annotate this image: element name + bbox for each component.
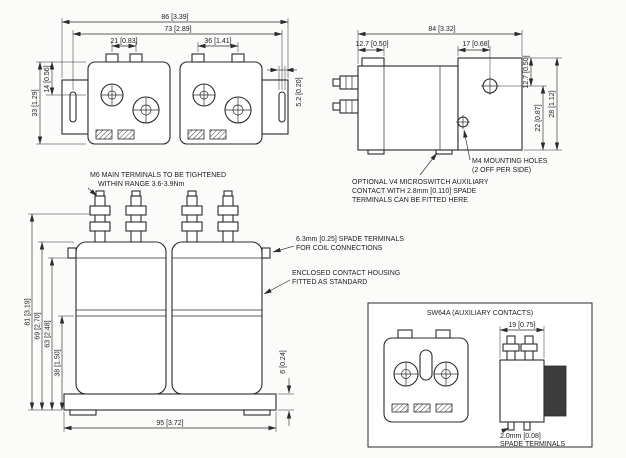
note-text: FOR COIL CONNECTIONS	[296, 245, 383, 252]
mounting-slot-left	[69, 91, 77, 123]
dim-label: 33 [1.29]	[32, 89, 39, 116]
dim-label: 21 [0.83]	[110, 38, 137, 45]
side-terminal-stud	[332, 99, 359, 114]
dim-side-width-overall: 84 [3.32]	[357, 26, 523, 64]
coil-spade-terminal	[67, 247, 77, 259]
dim-height-overall: 33 [1.29]	[32, 61, 86, 145]
note-text: M4 MOUNTING HOLES	[472, 158, 548, 165]
view-front-top: 86 [3.39] 73 [2.89] 21 [0.83] 36 [1.41] …	[32, 14, 303, 145]
terminal-bolt	[192, 83, 216, 107]
dim-label: 81 [3.19]	[25, 298, 32, 325]
note-text: M6 MAIN TERMINALS TO BE TIGHTENED	[90, 172, 226, 179]
note-text: 2.0mm [0.08]	[500, 433, 541, 440]
dim-right-terminals: 36 [1.41]	[197, 38, 239, 52]
dim-label: 12.7 [0.50]	[355, 41, 388, 48]
dim-aux-width: 19 [0.75]	[499, 322, 545, 358]
m6-terminal-stud	[89, 190, 111, 243]
aux-front-view	[383, 329, 469, 423]
dim-height-upper: 14 [0.56]	[36, 61, 86, 96]
aux-housing-dark	[543, 365, 567, 417]
foot	[69, 409, 97, 416]
dim-label: 22 [0.87]	[535, 104, 542, 131]
dim-label: 86 [3.39]	[161, 14, 188, 21]
note-text: ENCLOSED CONTACT HOUSING	[292, 270, 400, 277]
note-text: (2 OFF PER SIDE)	[472, 167, 531, 174]
dim-label: 84 [3.32]	[428, 26, 455, 33]
m6-terminal-stud	[181, 190, 203, 243]
dim-height-63: 63 [2.48]	[45, 257, 74, 411]
dim-label: 38 [1.50]	[55, 349, 62, 376]
contact-housing-left	[75, 241, 167, 395]
foot	[435, 149, 453, 155]
dim-side-hole-offset: 17 [0.68]	[457, 41, 491, 77]
note-m6-terminals: M6 MAIN TERMINALS TO BE TIGHTENED WITHIN…	[87, 172, 226, 197]
view-front-bottom: 81 [3.19] 69 [2.70] 63 [2.48] 38 [1.50] …	[25, 172, 404, 432]
aux-side-view	[499, 335, 567, 431]
dim-label: 36 [1.41]	[204, 38, 231, 45]
terminal-studs-top	[105, 53, 245, 63]
note-aux-spades: 2.0mm [0.08] SPADE TERMINALS	[500, 427, 565, 448]
dim-label: 6 [0.24]	[280, 350, 287, 373]
dim-base-width: 95 [3.72]	[63, 412, 277, 432]
contactor-body-right	[179, 61, 263, 145]
note-text: 6.3mm [0.25] SPADE TERMINALS	[296, 236, 404, 243]
terminal-bolt	[224, 96, 252, 124]
note-m4-mounting-holes: M4 MOUNTING HOLES (2 OFF PER SIDE)	[463, 129, 548, 174]
dim-label: 5.2 [0.20]	[296, 77, 303, 106]
note-text: OPTIONAL V4 MICROSWITCH AUXILIARY	[352, 179, 489, 186]
dim-label: 95 [3.72]	[156, 420, 183, 427]
detail-aux-contacts: SW64A (AUXILIARY CONTACTS)	[367, 302, 593, 448]
view-side-top: 84 [3.32] 12.7 [0.50] 17 [0.68] 12.7 [0.…	[332, 26, 562, 204]
body-step	[361, 57, 385, 67]
dim-height-69: 69 [2.70]	[35, 241, 74, 411]
note-coil-spades: 6.3mm [0.25] SPADE TERMINALS FOR COIL CO…	[272, 236, 404, 253]
mounting-slot-right	[278, 91, 286, 123]
note-text: SPADE TERMINALS	[500, 441, 565, 448]
foot	[367, 149, 385, 155]
dim-side-hole-height: 22 [0.87]	[524, 85, 562, 151]
detail-title: SW64A (AUXILIARY CONTACTS)	[427, 310, 533, 317]
dim-label: 12.7 [0.50]	[523, 55, 530, 88]
dim-label: 14 [0.56]	[44, 65, 51, 92]
dim-side-offset-left: 12.7 [0.50]	[355, 41, 389, 56]
m4-mounting-hole	[456, 115, 470, 129]
dim-label: 73 [2.89]	[164, 26, 191, 33]
note-text: TERMINALS CAN BE FITTED HERE	[352, 197, 468, 204]
side-terminal-stud	[332, 75, 359, 90]
dim-slot-width: 5.2 [0.20]	[267, 66, 303, 107]
aux-spade-terminal	[523, 421, 531, 431]
note-v4-microswitch: OPTIONAL V4 MICROSWITCH AUXILIARY CONTAC…	[352, 152, 489, 204]
dim-height-81: 81 [3.19]	[25, 213, 90, 411]
dim-width-fixing: 73 [2.89]	[72, 26, 283, 90]
contact-housing-right	[171, 241, 263, 395]
coil-spade-terminal	[261, 247, 271, 259]
terminal-bolt	[100, 83, 124, 107]
terminal-bolt	[132, 96, 160, 124]
note-enclosed-housing: ENCLOSED CONTACT HOUSING FITTED AS STAND…	[263, 270, 400, 295]
dim-height-38: 38 [1.50]	[55, 315, 74, 411]
aux-spade-terminal	[507, 421, 515, 431]
m6-terminal-stud	[217, 190, 239, 243]
dim-side-height-overall: 28 [1.12]	[549, 57, 560, 151]
dim-label: 28 [1.12]	[549, 90, 556, 117]
dim-left-terminals: 21 [0.83]	[110, 38, 138, 52]
mounting-base	[63, 393, 277, 411]
dim-label: 63 [2.48]	[45, 320, 52, 347]
m6-terminal-stud	[125, 190, 147, 243]
note-text: FITTED AS STANDARD	[292, 279, 367, 286]
dim-label: 17 [0.68]	[462, 41, 489, 48]
dim-base-height: 6 [0.24]	[278, 350, 294, 426]
note-text: WITHIN RANGE 3.6-3.9Nm	[98, 181, 185, 188]
dim-label: 19 [0.75]	[508, 322, 535, 329]
coil-body-side	[357, 65, 459, 151]
dim-label: 69 [2.70]	[35, 312, 42, 339]
spade-terminal-hatch	[95, 129, 227, 140]
contactor-body-left	[87, 61, 171, 145]
note-text: CONTACT WITH 2.8mm [0.110] SPADE	[352, 188, 477, 195]
foot	[243, 409, 271, 416]
